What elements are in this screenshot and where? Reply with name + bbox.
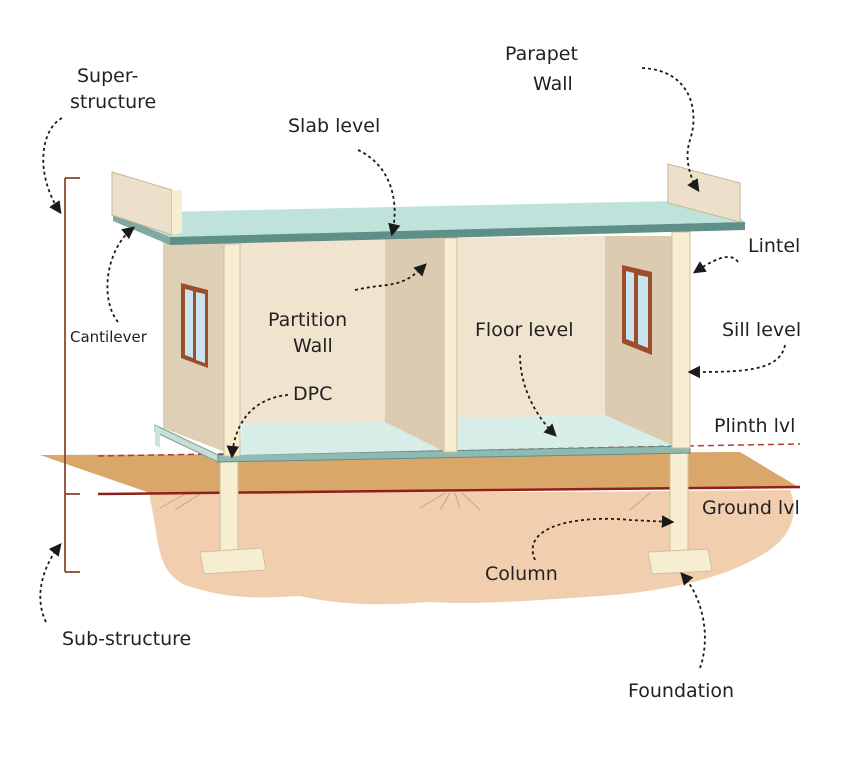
soil-left xyxy=(150,492,560,500)
plinth-beam-front xyxy=(217,445,691,463)
parapet-wall-right xyxy=(667,163,741,223)
label-slab-level: Slab level xyxy=(288,115,380,137)
dashed-arrow-icon xyxy=(357,149,401,237)
label-plinth-level: Plinth lvl xyxy=(714,415,795,437)
label-sub-structure: Sub-structure xyxy=(62,628,191,650)
roof-slab-edge-left xyxy=(113,213,170,245)
back-wall-left-room xyxy=(240,238,385,424)
dashed-arrow-icon xyxy=(531,515,675,561)
window-right xyxy=(622,265,652,355)
column-right-lower xyxy=(669,449,689,559)
roof-slab-edge-front xyxy=(170,222,745,245)
label-partition-line2: Wall xyxy=(293,335,333,357)
dashed-arrow-icon xyxy=(692,256,739,274)
dashed-arrow-icon xyxy=(687,344,786,379)
dashed-arrow-icon xyxy=(39,543,62,623)
plinth-beam-left-face xyxy=(155,425,160,448)
column-left-upper xyxy=(223,243,241,457)
column-left-lower xyxy=(219,457,239,564)
back-wall-right-room xyxy=(455,236,605,418)
label-floor-level: Floor level xyxy=(475,319,574,341)
window-left xyxy=(181,283,208,368)
label-superstructure-line2: structure xyxy=(70,91,156,113)
dashed-arrow-icon xyxy=(680,572,706,669)
ground-hatch xyxy=(159,492,651,511)
roof-slab-top xyxy=(115,200,745,237)
dashed-arrow-icon xyxy=(519,354,557,437)
parapet-wall-left-edge xyxy=(172,190,182,235)
label-parapet-line2: Wall xyxy=(533,73,573,95)
partition-wall xyxy=(385,238,445,452)
label-sill-level: Sill level xyxy=(722,319,801,341)
label-superstructure-line1: Super- xyxy=(77,65,138,87)
label-lintel: Lintel xyxy=(748,235,800,257)
label-foundation: Foundation xyxy=(628,680,734,702)
dashed-arrow-icon xyxy=(42,117,63,215)
footing-left xyxy=(199,547,267,575)
soil-mass xyxy=(150,490,794,605)
label-column: Column xyxy=(485,563,558,585)
dashed-arrow-icon xyxy=(354,263,427,291)
footing-right xyxy=(647,548,713,575)
label-partition-line1: Partition xyxy=(268,309,347,331)
dashed-arrow-icon xyxy=(226,394,289,459)
label-dpc: DPC xyxy=(293,383,332,405)
label-ground-level: Ground lvl xyxy=(702,497,800,519)
structure-bracket xyxy=(64,177,80,573)
column-right-upper xyxy=(671,231,691,449)
dashed-arrow-icon xyxy=(106,226,135,323)
dashed-arrow-icon xyxy=(641,67,700,193)
label-cantilever: Cantilever xyxy=(70,328,148,346)
column-middle xyxy=(443,237,458,453)
label-parapet-line1: Parapet xyxy=(505,43,578,65)
